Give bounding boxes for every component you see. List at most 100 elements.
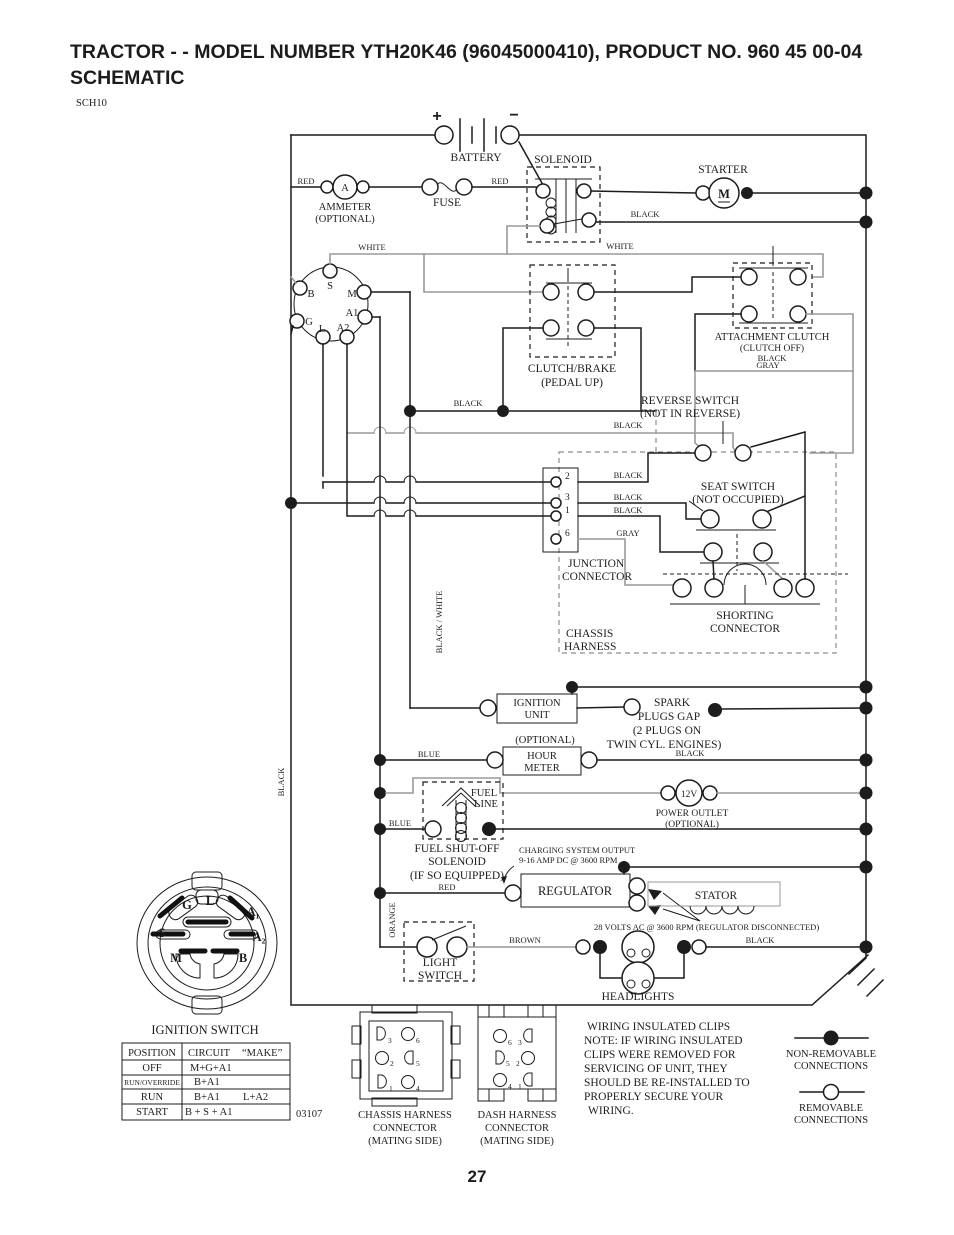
wire-label-black: BLACK xyxy=(758,353,788,363)
junction-connector-label-2: CONNECTOR xyxy=(562,571,632,583)
fuse-symbol: FUSE RED xyxy=(368,176,544,209)
junction-pin-6: 6 xyxy=(565,529,570,539)
dash-pin-5: 5 xyxy=(506,1059,510,1068)
table-row: START B + S + A1 xyxy=(136,1107,232,1118)
ignition-unit: IGNITION UNIT xyxy=(409,680,873,724)
dash-pin-4: 4 xyxy=(508,1082,512,1091)
battery-plus-sign: + xyxy=(432,108,441,125)
row-runoverride-position: RUN/OVERRIDE xyxy=(124,1078,180,1087)
page-title: TRACTOR - - MODEL NUMBER YTH20K46 (96045… xyxy=(70,41,862,63)
wire-label-brown: BROWN xyxy=(509,935,541,945)
junction-pin-1: 1 xyxy=(565,506,570,516)
hour-meter-label-1: HOUR xyxy=(527,751,557,762)
wiring-note-line: NOTE: IF WIRING INSULATED xyxy=(584,1035,743,1047)
ignition-switch-table: POSITION CIRCUIT “MAKE” OFF M+G+A1 RUN/O… xyxy=(121,1042,322,1121)
drawing-number: 03107 xyxy=(296,1109,322,1120)
table-header-position: POSITION xyxy=(128,1048,176,1059)
ignition-unit-label-1: IGNITION xyxy=(513,698,561,709)
wire-label-black: BLACK xyxy=(614,505,644,515)
wire-label-black: BLACK xyxy=(746,935,776,945)
regulator: RED REGULATOR 28 VOLTS AC @ 3600 RPM (RE… xyxy=(374,860,873,932)
table-row: OFF M+G+A1 xyxy=(142,1063,231,1074)
chassis-pin-4: 4 xyxy=(416,1084,420,1093)
terminal-a1-label: A1 xyxy=(346,308,359,319)
wire-label-black: BLACK xyxy=(614,420,644,430)
hour-meter-label-2: METER xyxy=(524,763,560,774)
detail-terminal-m: M xyxy=(170,951,182,965)
terminal-b-label: B xyxy=(307,289,314,300)
dash-pin-6: 6 xyxy=(508,1038,512,1047)
shorting-connector-label-1: SHORTING xyxy=(716,610,773,622)
shorting-connector: SHORTING CONNECTOR xyxy=(663,563,848,635)
wiring-note-line: SHOULD BE RE-INSTALLED TO xyxy=(584,1077,750,1089)
wiring-note-line: WIRING. xyxy=(588,1105,634,1117)
power-outlet-label-2: (OPTIONAL) xyxy=(665,819,719,830)
spark-plugs-label-2: PLUGS GAP xyxy=(638,711,700,723)
ammeter-label: AMMETER xyxy=(319,202,372,213)
starter-symbol: M STARTER BLACK xyxy=(590,164,873,229)
non-removable-label-1: NON-REMOVABLE xyxy=(786,1049,876,1060)
solenoid-symbol: SOLENOID xyxy=(517,140,601,243)
ammeter-symbol: A AMMETER (OPTIONAL) RED xyxy=(290,174,375,225)
wire-label-blue: BLUE xyxy=(418,749,440,759)
ignition-switch-detail: G L A₁ A₂ S M B IGNITION SWITCH xyxy=(136,871,278,1037)
detail-terminal-s: S xyxy=(159,926,166,940)
fuel-shutoff-solenoid: BLUE FUEL LINE FUEL SHUT-OFF SOLENOID (I… xyxy=(374,781,873,882)
detail-terminal-a1: A₁ xyxy=(247,905,260,919)
detail-terminal-l: L xyxy=(206,894,214,908)
schematic-code: SCH10 xyxy=(76,98,107,109)
non-removable-connection-icon xyxy=(794,1030,869,1046)
detail-terminal-b: B xyxy=(239,951,247,965)
dash-pin-1: 1 xyxy=(518,1082,522,1091)
terminal-a2-label: A2 xyxy=(337,323,350,334)
light-switch-label-1: LIGHT xyxy=(423,957,458,969)
light-switch: ORANGE LIGHT SWITCH xyxy=(379,902,475,982)
page-subtitle: SCHEMATIC xyxy=(70,67,184,89)
hour-meter-optional: (OPTIONAL) xyxy=(515,735,575,746)
wiring-note-line: WIRING INSULATED CLIPS xyxy=(587,1021,730,1033)
dash-pin-3: 3 xyxy=(518,1038,522,1047)
terminal-g-label: G xyxy=(305,317,313,328)
power-outlet-label-1: POWER OUTLET xyxy=(656,809,729,819)
chassis-harness-label-2: HARNESS xyxy=(564,641,616,653)
chassis-pin-1: 1 xyxy=(389,1084,393,1093)
wiring-note-line: PROPERLY SECURE YOUR xyxy=(584,1091,724,1103)
clutch-brake-label-2: (PEDAL UP) xyxy=(541,377,603,389)
wire-label-white: WHITE xyxy=(606,241,633,251)
seat-switch-label-2: (NOT OCCUPIED) xyxy=(692,494,784,506)
wire-label-blue: BLUE xyxy=(389,818,411,828)
seat-switch-label-1: SEAT SWITCH xyxy=(701,481,775,493)
wire-label-black: BLACK xyxy=(614,470,644,480)
junction-pin-2: 2 xyxy=(565,472,570,482)
attachment-clutch-switch: ATTACHMENT CLUTCH (CLUTCH OFF) BLACK GRA… xyxy=(694,246,854,454)
ground-icon xyxy=(847,957,885,998)
junction-connector: 2 3 1 6 BLACK BLACK BLACK GRAY xyxy=(542,452,705,586)
detail-terminal-a2: A₂ xyxy=(253,930,266,944)
ignition-switch-caption: IGNITION SWITCH xyxy=(151,1023,258,1037)
white-wire-net: WHITE WHITE xyxy=(329,225,824,293)
reverse-switch: REVERSE SWITCH (NOT IN REVERSE) xyxy=(640,395,806,582)
chassis-pin-3: 3 xyxy=(388,1036,392,1045)
chassis-harness-connector: 3 6 2 5 1 4 CHASSIS HARNESS CONNECTOR (M… xyxy=(351,1004,461,1147)
chassis-pin-2: 2 xyxy=(390,1059,394,1068)
wire-label-black: BLACK xyxy=(676,748,706,758)
interconnect-wires: BLACK BLACK BLACK / WHITE BLACK xyxy=(276,291,737,948)
arrowhead xyxy=(501,876,507,884)
attachment-clutch-label-1: ATTACHMENT CLUTCH xyxy=(715,332,830,343)
page-number: 27 xyxy=(468,1167,487,1186)
battery-symbol: + − BATTERY xyxy=(432,107,520,164)
table-row: RUN/OVERRIDE B+A1 xyxy=(124,1077,220,1088)
wire-label-gray: GRAY xyxy=(756,360,779,370)
fuel-line-label-2: LINE xyxy=(474,799,498,810)
dash-connector-caption-1: DASH HARNESS xyxy=(477,1110,556,1121)
seat-switch: SEAT SWITCH (NOT OCCUPIED) xyxy=(688,481,785,581)
clutch-brake-switch: CLUTCH/BRAKE (PEDAL UP) xyxy=(502,264,742,412)
wire-label-red: RED xyxy=(298,176,315,186)
fuel-shutoff-label-3: (IF SO EQUIPPED) xyxy=(410,870,504,882)
row-run-position: RUN xyxy=(141,1092,164,1103)
power-outlet: 12V POWER OUTLET (OPTIONAL) xyxy=(374,777,873,830)
dash-connector-caption-3: (MATING SIDE) xyxy=(480,1136,554,1147)
starter-motor-m: M xyxy=(718,187,730,201)
spark-plugs-label-1: SPARK xyxy=(654,697,691,709)
